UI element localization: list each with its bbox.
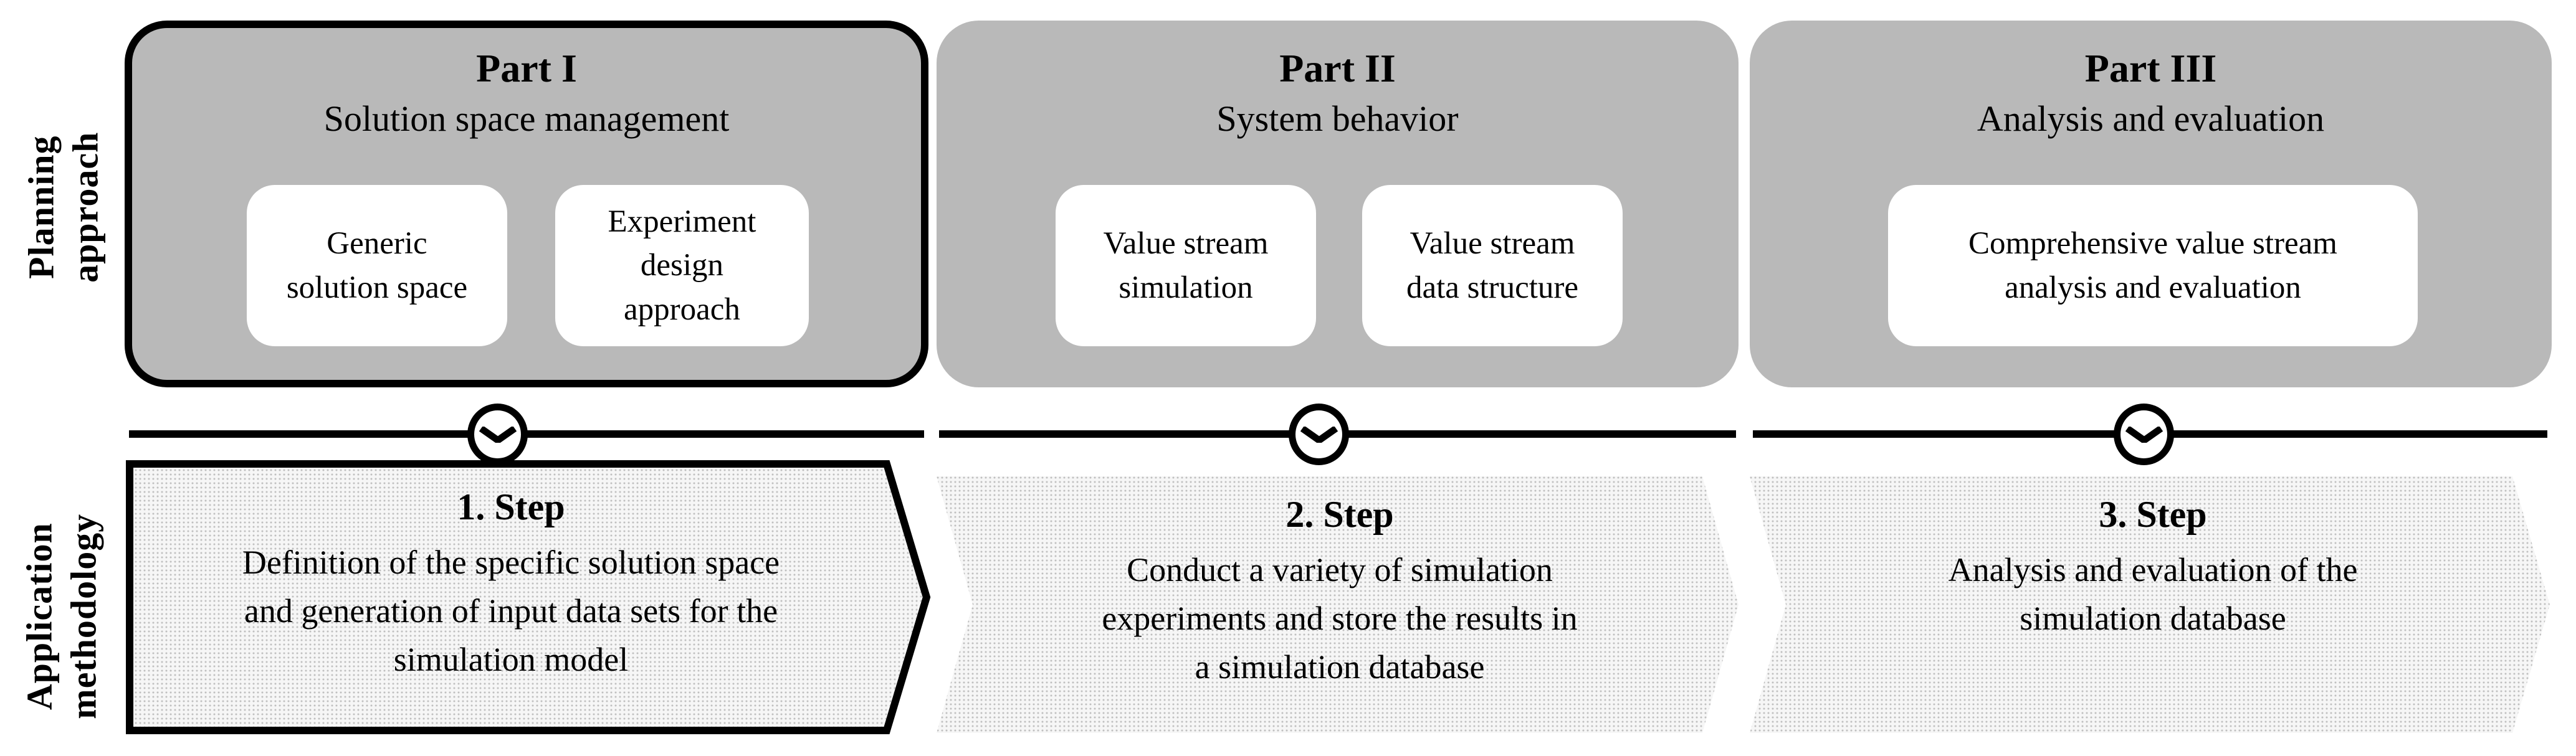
connector-node-1 <box>467 404 528 465</box>
step-3-arrow-shape <box>1750 476 2550 733</box>
part-1-subbox-experiment-design-approach: Experiment design approach <box>555 185 809 346</box>
part-2-subbox-value-stream-simulation: Value stream simulation <box>1056 185 1316 346</box>
chevron-down-icon <box>479 426 517 443</box>
part-3-subtitle: Analysis and evaluation <box>1977 98 2325 139</box>
part-1-subbox-generic-solution-space: Generic solution space <box>247 185 507 346</box>
row-label-planning-approach: Planning approach <box>21 131 105 283</box>
step-3-body: Analysis and evaluation of the simulatio… <box>1948 551 2358 637</box>
chevron-down-icon <box>2125 426 2163 443</box>
connector-node-3 <box>2114 404 2174 465</box>
part-1-box: Part I Solution space management Generic… <box>125 21 928 387</box>
connector-node-2 <box>1289 404 1349 465</box>
step-2: 2. Step Conduct a variety of simulation … <box>985 493 1695 691</box>
part-2-title: Part II <box>1279 46 1396 90</box>
part-1-title: Part I <box>476 46 577 90</box>
part-2-box: Part II System behavior Value stream sim… <box>937 21 1739 387</box>
part-3-subbox-comprehensive-analysis: Comprehensive value stream analysis and … <box>1888 185 2418 346</box>
step-1-body: Definition of the specific solution spac… <box>242 544 780 678</box>
step-1-title: 1. Step <box>457 486 565 527</box>
step-2-arrow-shape <box>937 476 1739 733</box>
row-label-application-methodology: Application methodology <box>19 513 103 719</box>
step-3-title: 3. Step <box>2099 494 2207 535</box>
part-3-box: Part III Analysis and evaluation Compreh… <box>1750 21 2552 387</box>
part-3-title: Part III <box>2084 46 2217 90</box>
step-1-arrow-shape <box>126 460 931 734</box>
step-1: 1. Step Definition of the specific solut… <box>150 486 872 684</box>
chevron-down-icon <box>1300 426 1338 443</box>
step-3: 3. Step Analysis and evaluation of the s… <box>1798 493 2508 643</box>
part-2-subbox-value-stream-data-structure: Value stream data structure <box>1362 185 1623 346</box>
step-2-body: Conduct a variety of simulation experime… <box>1102 551 1578 686</box>
part-1-subtitle: Solution space management <box>323 98 730 139</box>
part-2-subtitle: System behavior <box>1216 98 1459 139</box>
step-2-title: 2. Step <box>1286 494 1394 535</box>
